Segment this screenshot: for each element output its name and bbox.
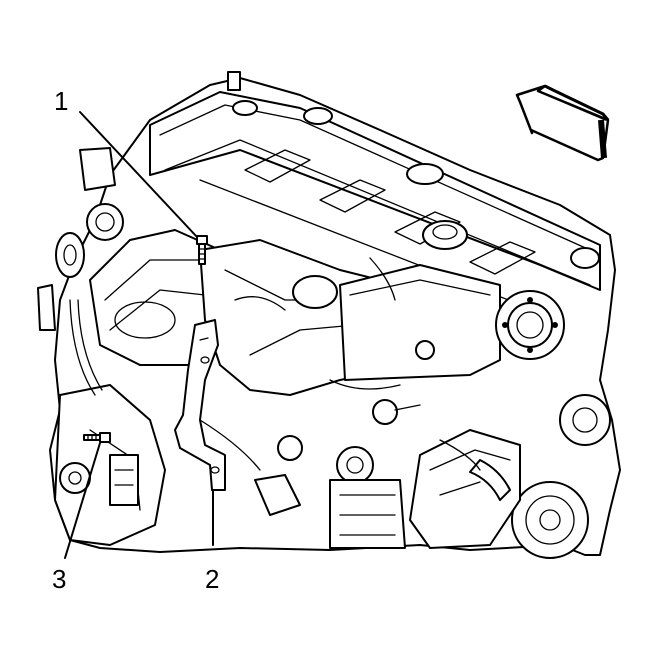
lower-components (254, 399, 421, 549)
callout-2-label: 2 (205, 564, 219, 594)
water-outlet (55, 147, 124, 278)
heat-shield (339, 264, 501, 381)
accessory-mount (54, 384, 166, 546)
direction-arrow-icon (515, 84, 610, 162)
engine-assembly (37, 71, 621, 559)
left-side-bracket (37, 284, 56, 331)
part-2-bracket (174, 319, 226, 491)
part-3-bolt (83, 432, 111, 443)
valve-cover (149, 71, 601, 321)
timing-cover (495, 290, 565, 360)
leader-lines (64, 111, 214, 559)
wiring-harness (69, 257, 481, 471)
front-pulleys (511, 394, 611, 559)
callout-1-label: 1 (54, 86, 68, 116)
part-1-bolt (196, 235, 208, 265)
callout-3-label: 3 (52, 564, 66, 594)
